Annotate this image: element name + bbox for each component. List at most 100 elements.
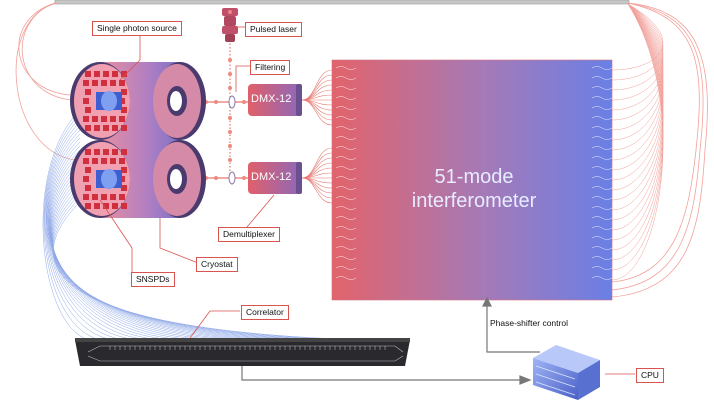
top-fiber-bar <box>54 0 630 5</box>
snspd-block <box>121 203 127 209</box>
snspd-block <box>119 116 125 122</box>
waveguide-segment <box>335 76 357 80</box>
demux-fiber <box>301 152 333 179</box>
source-cores <box>96 91 122 189</box>
snspd-block <box>103 203 109 209</box>
snspd-block <box>121 185 127 191</box>
laser-pulse <box>228 158 232 162</box>
laser-pulse <box>228 130 232 134</box>
waveguide-segment <box>335 206 357 210</box>
waveguide-segment <box>591 226 613 230</box>
snspd-block <box>92 194 98 200</box>
demux-fiber <box>301 177 333 194</box>
snspd-block <box>112 71 118 77</box>
snspd-block <box>92 116 98 122</box>
waveguide-segment <box>335 236 357 240</box>
single-photon-source-label: Single photon source <box>92 21 182 36</box>
snspd-block <box>94 149 100 155</box>
waveguide-segment <box>591 76 613 80</box>
waveguide-segment <box>591 106 613 110</box>
snspd-block <box>83 80 89 86</box>
waveguide-segment <box>335 226 357 230</box>
waveguide-segment <box>591 126 613 130</box>
callout-leaders <box>99 26 635 375</box>
pulsed-laser-label: Pulsed laser <box>245 22 302 37</box>
snspd-block <box>103 125 109 131</box>
snspd-block <box>103 71 109 77</box>
output-fiber <box>611 3 664 181</box>
interferometer-title-line1: 51-mode <box>434 166 514 188</box>
demux-fiber <box>301 162 333 179</box>
snspd-block <box>101 80 107 86</box>
demux-fiber <box>301 99 333 126</box>
filter-elements <box>228 95 236 185</box>
snspd-block <box>101 158 107 164</box>
output-fiber <box>611 3 664 191</box>
waveguide-segment <box>591 66 613 70</box>
waveguide-segment <box>335 86 357 90</box>
snspd-block <box>110 194 116 200</box>
waveguide-segment <box>591 246 613 250</box>
demux-bottom-text: DMX-12 <box>251 171 292 183</box>
snspd-block <box>110 158 116 164</box>
waveguide-segment <box>591 136 613 140</box>
snspd-block <box>121 125 127 131</box>
demux-fiber <box>301 147 333 179</box>
waveguide-segment <box>591 276 613 280</box>
waveguide-segment <box>335 216 357 220</box>
waveguide-segment <box>591 256 613 260</box>
snspd-block <box>83 176 89 182</box>
snspd-block <box>83 98 89 104</box>
snspd-block <box>119 158 125 164</box>
waveguide-segment <box>335 146 357 150</box>
snspd-block <box>92 158 98 164</box>
cpu-label: CPU <box>636 368 664 383</box>
waveguide-segment <box>335 166 357 170</box>
waveguide-segment <box>591 176 613 180</box>
snspd-fiber <box>50 169 271 341</box>
waveguide-segment <box>335 176 357 180</box>
demux-top-text: DMX-12 <box>251 93 292 105</box>
waveguide-segment <box>591 96 613 100</box>
snspd-block <box>85 149 91 155</box>
waveguide-segment <box>591 86 613 90</box>
interferometer-chip <box>331 59 613 301</box>
snspd-block <box>112 149 118 155</box>
waveguide-segment <box>335 256 357 260</box>
snspd-block <box>83 158 89 164</box>
laser-pulse <box>228 58 232 62</box>
snspd-fiber <box>52 189 331 341</box>
laser-pulse <box>228 72 232 76</box>
waveguide-segment <box>335 136 357 140</box>
waveguide-segment <box>335 246 357 250</box>
snspd-block <box>85 167 91 173</box>
snspd-block <box>85 125 91 131</box>
waveguide-segment <box>591 156 613 160</box>
demux-fiber <box>301 99 333 116</box>
laser-path <box>228 40 232 180</box>
output-fiber <box>611 3 664 101</box>
waveguide-segment <box>335 106 357 110</box>
correlator-label: Correlator <box>241 305 289 320</box>
demux-fanout-fibers <box>301 69 333 204</box>
waveguide-segment <box>591 186 613 190</box>
snspd-block <box>112 125 118 131</box>
snspd-fiber <box>52 193 343 341</box>
waveguide-segment <box>591 236 613 240</box>
snspd-block <box>103 149 109 155</box>
interferometer-title-line2: interferometer <box>411 190 537 212</box>
beam-pulse <box>242 176 246 180</box>
waveguide-segment <box>591 196 613 200</box>
waveguide-segment <box>591 266 613 270</box>
snspd-block <box>119 80 125 86</box>
snspd-block <box>83 116 89 122</box>
output-fibers <box>611 3 664 281</box>
waveguide-segment <box>335 156 357 160</box>
snspd-block <box>92 80 98 86</box>
phase-shifter-control-label: Phase-shifter control <box>490 318 568 328</box>
snspd-block <box>121 107 127 113</box>
waveguide-segment <box>335 116 357 120</box>
waveguide-segment <box>591 206 613 210</box>
waveguide-segment <box>591 116 613 120</box>
